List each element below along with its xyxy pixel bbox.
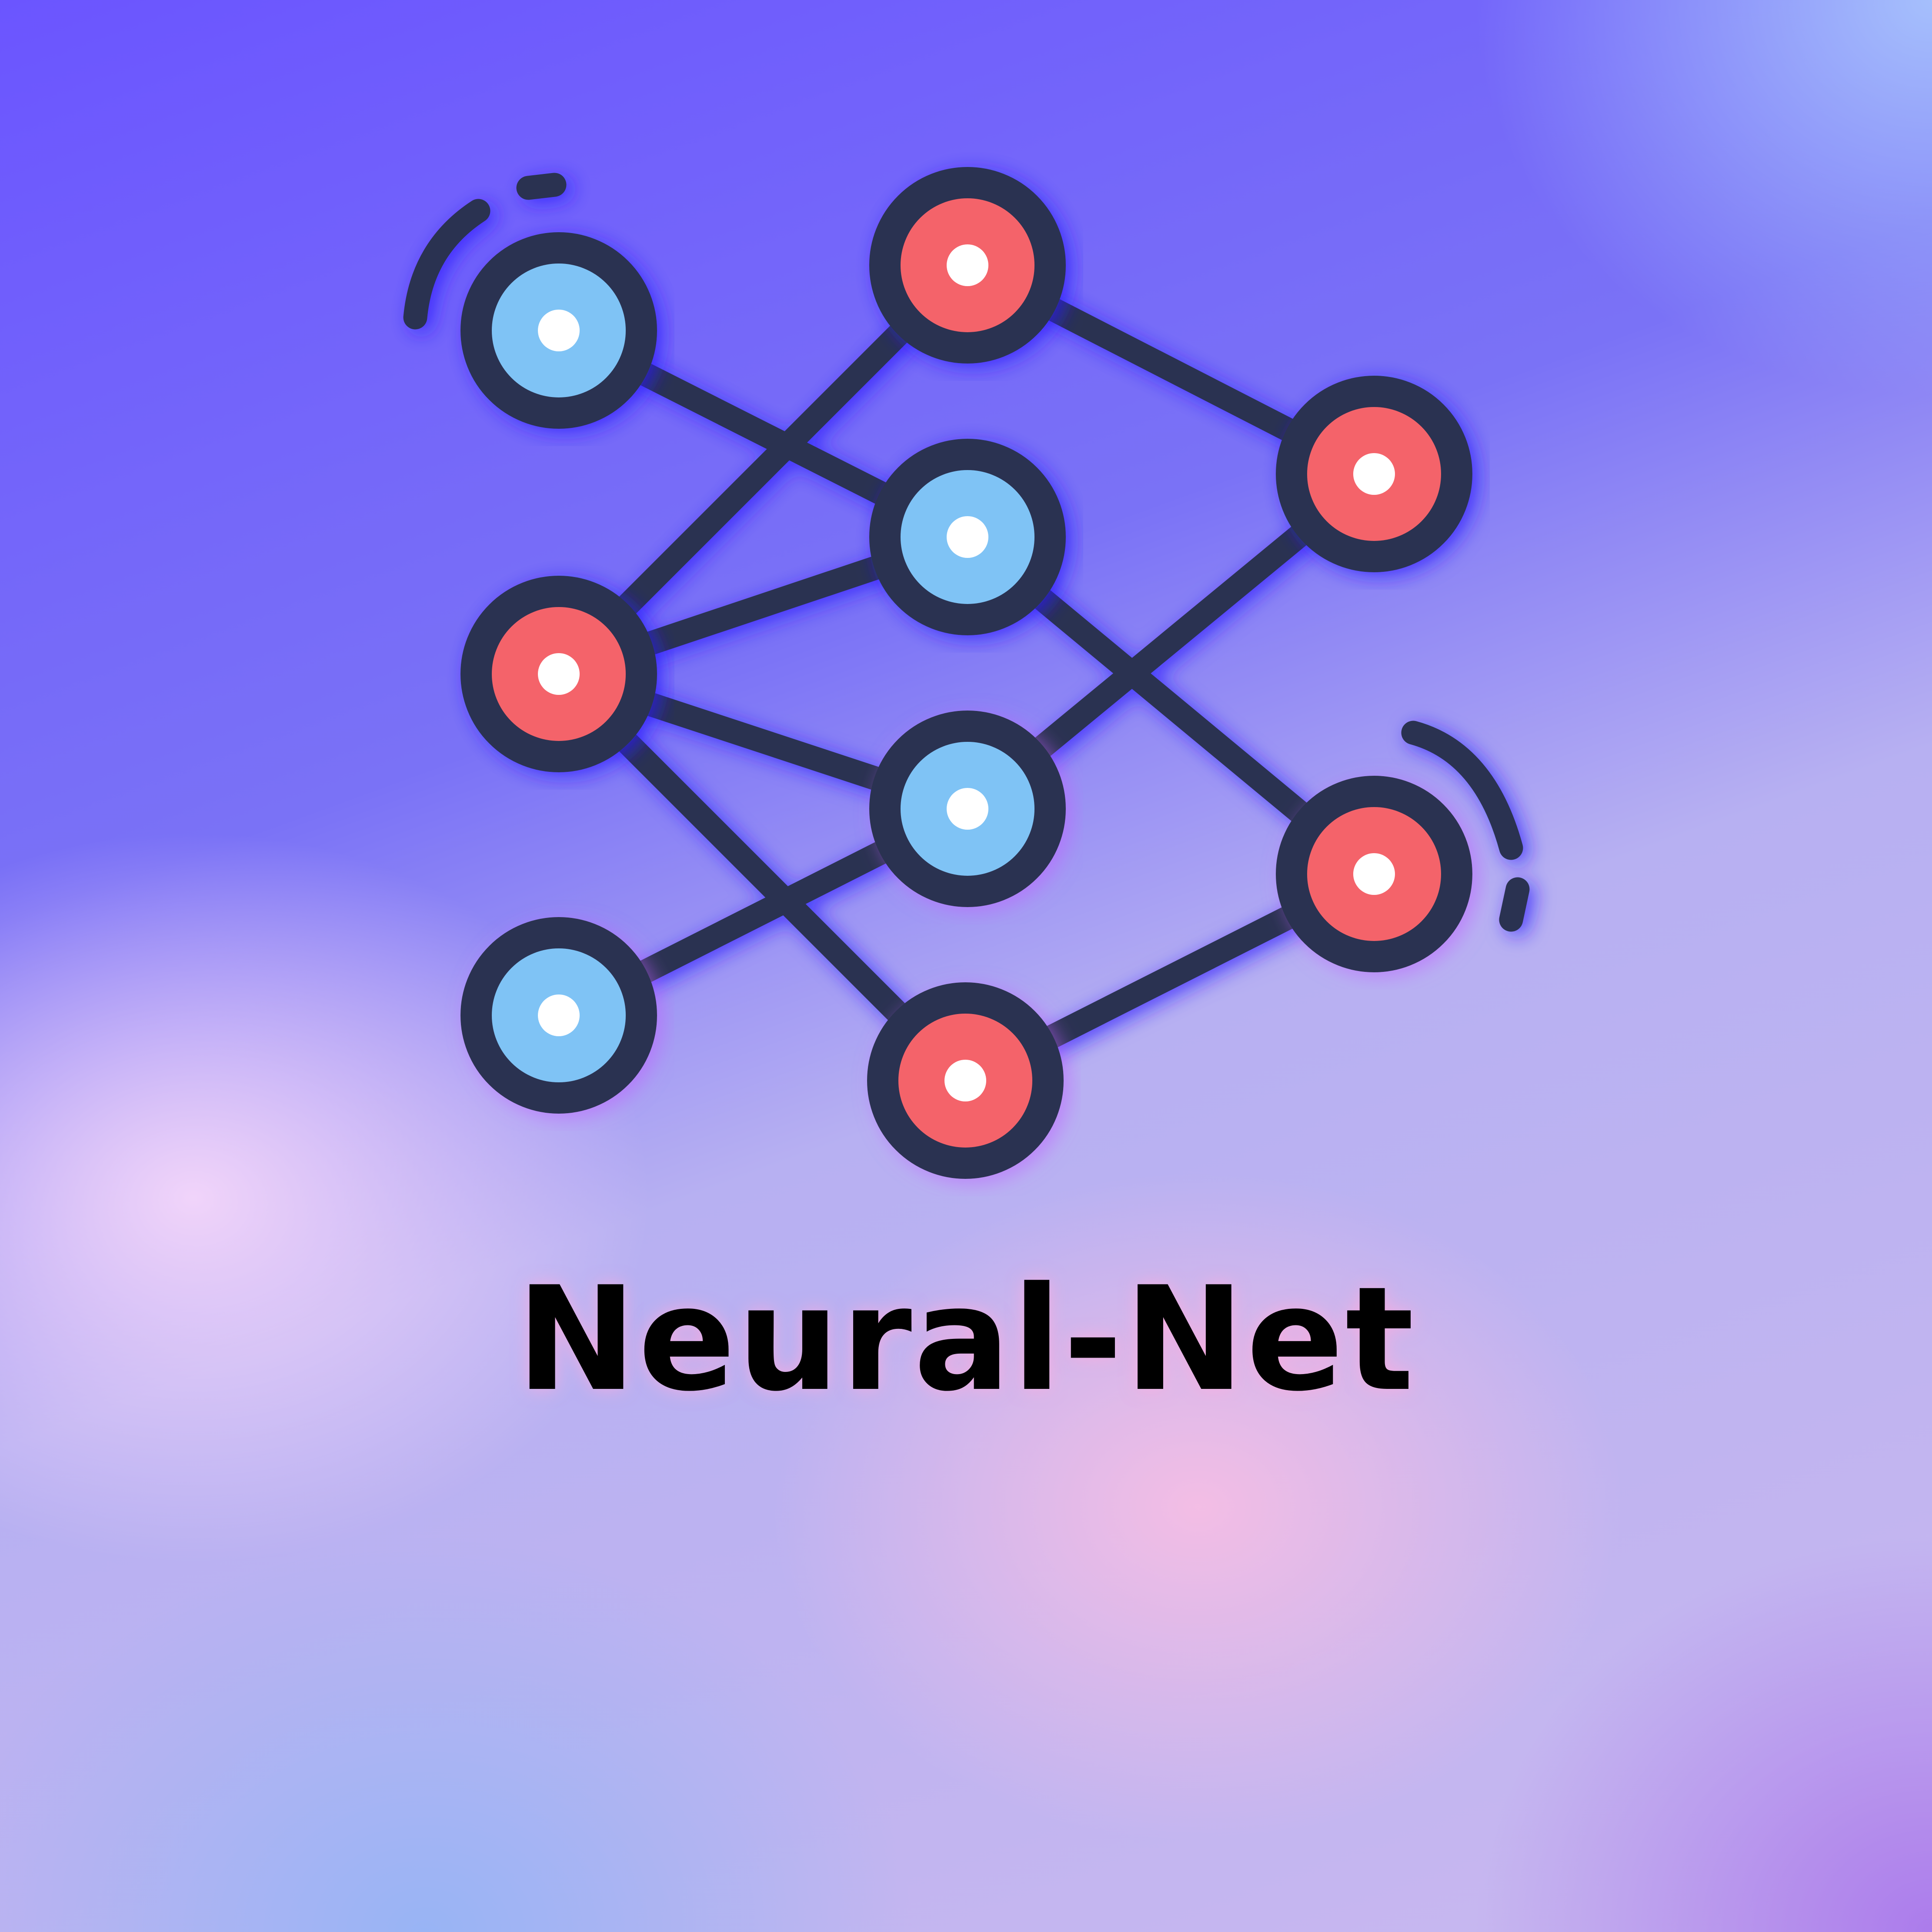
network-connections bbox=[547, 253, 1386, 1093]
motion-arcs bbox=[403, 173, 1530, 932]
node-hidden-3 bbox=[869, 711, 1066, 907]
neural-network-icon bbox=[403, 167, 1530, 1179]
node-hidden-1 bbox=[869, 167, 1066, 364]
node-hidden-2 bbox=[869, 439, 1066, 635]
dash-right bbox=[1499, 877, 1530, 932]
node-input-2 bbox=[460, 576, 657, 772]
arc-top-left bbox=[403, 199, 491, 330]
arc-right bbox=[1401, 721, 1523, 860]
node-output-2 bbox=[1276, 776, 1472, 972]
node-input-3 bbox=[460, 917, 657, 1114]
page-title: Neural-Net bbox=[516, 1256, 1416, 1423]
network-nodes bbox=[460, 167, 1472, 1179]
dash-top-left bbox=[516, 173, 567, 200]
node-hidden-4 bbox=[867, 982, 1064, 1179]
node-output-1 bbox=[1276, 376, 1472, 572]
node-input-1 bbox=[460, 232, 657, 429]
